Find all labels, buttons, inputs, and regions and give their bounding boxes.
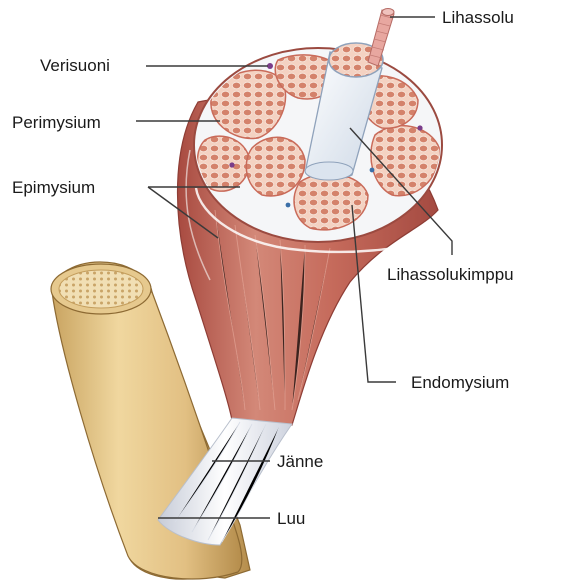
label-lihassolukimppu: Lihassolukimppu [387,265,514,284]
blood-vessel [229,162,234,167]
label-luu: Luu [277,509,305,528]
label-janne: Jänne [277,452,323,471]
label-lihassolu: Lihassolu [442,8,514,27]
blood-vessel [370,168,375,173]
blood-vessel [417,125,422,130]
label-epimysium: Epimysium [12,178,95,197]
label-perimysium: Perimysium [12,113,101,132]
label-endomysium: Endomysium [411,373,509,392]
blood-vessel [286,203,291,208]
label-verisuoni: Verisuoni [40,56,110,75]
